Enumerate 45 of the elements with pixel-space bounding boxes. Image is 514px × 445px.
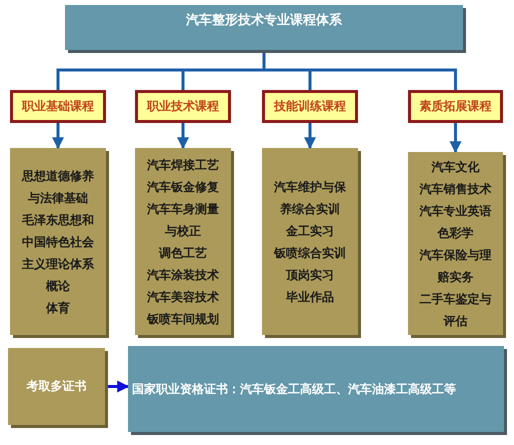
course-name: 金工实习 (284, 222, 335, 240)
category-title: 素质拓展课程 (420, 98, 492, 115)
course-name: 汽车钣金修复 (146, 178, 220, 196)
course-name: 钣喷综合实训 (272, 244, 347, 262)
box-label: 考取多证书 (26, 378, 86, 395)
course-name: 调色工艺 (158, 244, 208, 262)
course-name: 顶岗实习 (284, 266, 335, 284)
course-name: 二手车鉴定与评估 (418, 290, 492, 330)
category-title: 职业基础课程 (22, 98, 94, 115)
arrow (52, 123, 64, 150)
arrow (304, 123, 316, 150)
certificate-box (8, 348, 105, 425)
category-header-box (135, 90, 231, 123)
course-name: 汽车车身测量与校正 (146, 200, 220, 240)
arrow (450, 123, 462, 154)
arrow (105, 380, 130, 392)
category-title: 技能训练课程 (274, 98, 346, 115)
certificate-detail-box (128, 346, 504, 432)
category-header-box (262, 90, 358, 123)
box-label: 汽车整形技术专业课程体系 (186, 12, 342, 29)
course-name: 钣喷车间规划 (146, 310, 220, 328)
certificate-text: 国家职业资格证书：汽车钣金工高级工、汽车油漆工高级工等 (132, 380, 456, 398)
category-header-box (408, 90, 503, 123)
course-name: 汽车维护与保养综合实训 (272, 178, 347, 218)
category-header-box (10, 90, 106, 123)
arrow (177, 123, 189, 150)
course-name: 色彩学 (436, 224, 474, 242)
course-name: 汽车文化 (430, 158, 480, 176)
course-name: 汽车焊接工艺 (146, 156, 220, 174)
course-name: 汽车专业英语 (418, 202, 492, 220)
title-banner (65, 5, 463, 50)
course-name: 汽车保险与理赔实务 (418, 246, 492, 286)
course-list-box (10, 148, 106, 335)
connector-line (262, 50, 457, 90)
category-title: 职业技术课程 (147, 98, 219, 115)
course-name: 汽车涂装技术 (146, 266, 220, 284)
course-list-box (408, 152, 503, 335)
course-list-box (135, 148, 231, 335)
course-list-box (262, 148, 358, 335)
course-name: 汽车美容技术 (146, 288, 220, 306)
course-name: 思想道德修养与法律基础 (20, 168, 95, 206)
course-name: 体育 (44, 300, 71, 316)
course-name: 汽车销售技术 (418, 180, 492, 198)
course-name: 毕业作品 (284, 288, 335, 306)
course-name: 毛泽东思想和中国特色社会主义理论体系概论 (20, 212, 95, 294)
